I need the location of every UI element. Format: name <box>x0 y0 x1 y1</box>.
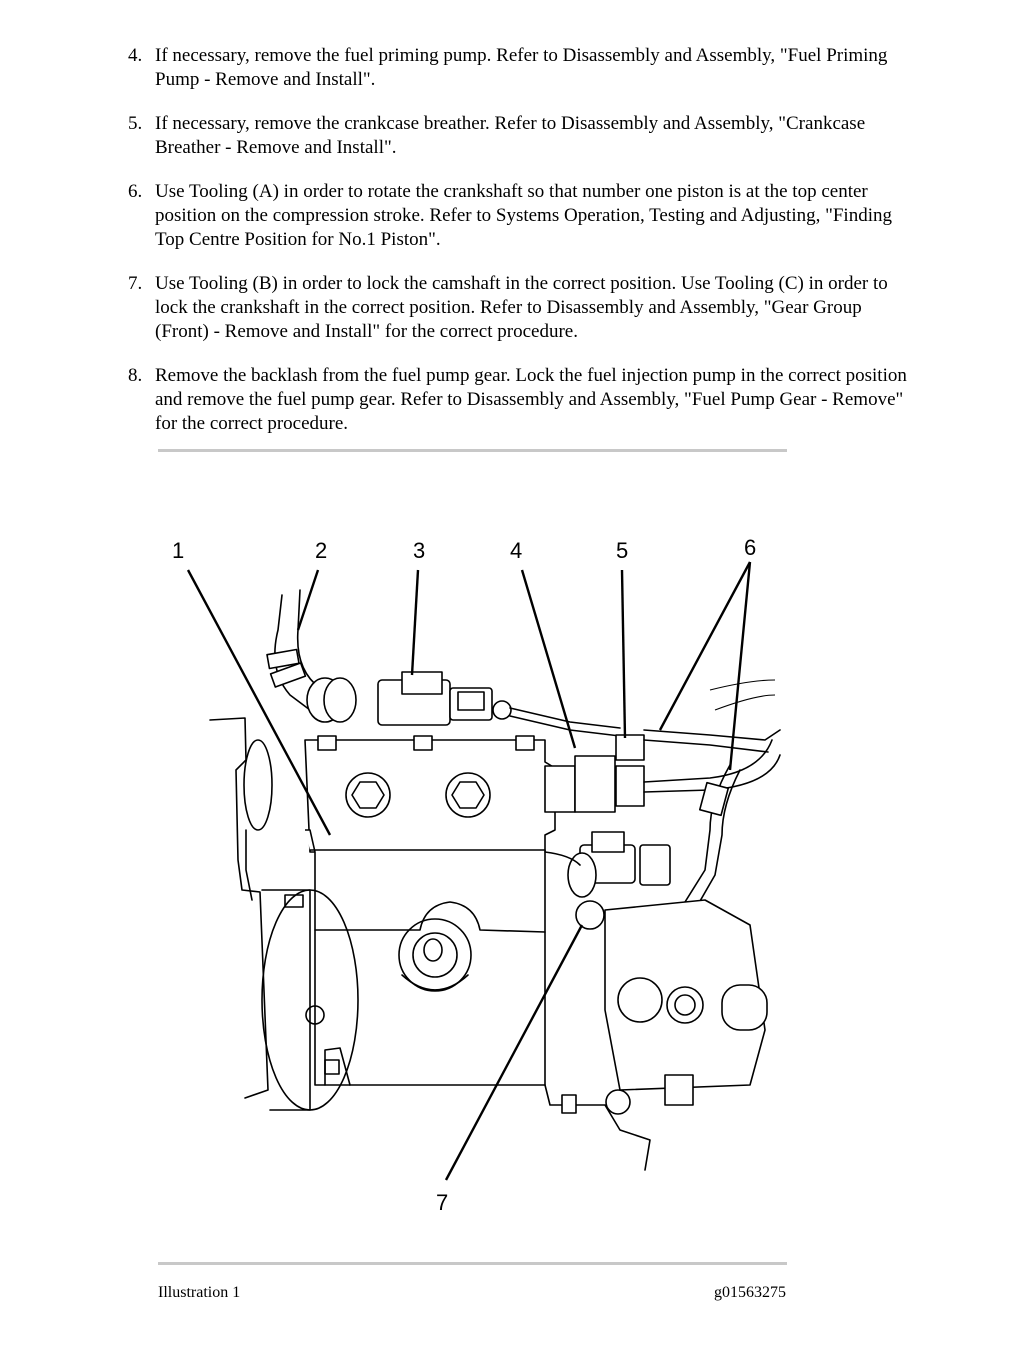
callout-6: 6 <box>744 535 756 560</box>
callout-leaders <box>186 561 752 1181</box>
step-text: If necessary, remove the fuel priming pu… <box>155 45 888 90</box>
callout-2: 2 <box>315 538 327 563</box>
step-number: 5. <box>128 113 143 134</box>
callout-5: 5 <box>616 538 628 563</box>
illustration-id: g01563275 <box>714 1284 786 1301</box>
sensor-connector-assembly <box>266 589 621 737</box>
step-number: 7. <box>128 273 143 294</box>
step-4: 4. If necessary, remove the fuel priming… <box>128 44 918 92</box>
step-text: If necessary, remove the crankcase breat… <box>155 113 866 158</box>
step-text: Use Tooling (B) in order to lock the cam… <box>155 273 888 342</box>
pump-body <box>261 735 556 1111</box>
pump-front-components <box>544 831 768 1171</box>
callout-1: 1 <box>172 538 184 563</box>
step-number: 4. <box>128 45 143 66</box>
illustration-caption: Illustration 1 <box>158 1284 241 1301</box>
wiring-harness <box>679 764 741 916</box>
fuel-injection-pump-illustration: 1 2 3 4 5 6 7 <box>172 535 781 1215</box>
callout-labels: 1 2 3 4 5 6 7 <box>172 535 756 1215</box>
step-7: 7. Use Tooling (B) in order to lock the … <box>128 272 918 344</box>
step-number: 6. <box>128 181 143 202</box>
illustration-bottom-rule <box>158 1262 787 1265</box>
step-number: 8. <box>128 365 143 386</box>
engine-block-outline <box>209 717 273 1099</box>
callout-4: 4 <box>510 538 522 563</box>
procedure-steps: 4. If necessary, remove the fuel priming… <box>128 44 918 456</box>
callout-7: 7 <box>436 1190 448 1215</box>
step-text: Use Tooling (A) in order to rotate the c… <box>155 181 892 250</box>
fuel-line-fittings <box>544 679 781 813</box>
step-8: 8. Remove the backlash from the fuel pum… <box>128 364 918 436</box>
illustration-top-rule <box>158 449 787 452</box>
step-6: 6. Use Tooling (A) in order to rotate th… <box>128 180 918 252</box>
step-text: Remove the backlash from the fuel pump g… <box>155 365 907 434</box>
callout-3: 3 <box>413 538 425 563</box>
step-5: 5. If necessary, remove the crankcase br… <box>128 112 918 160</box>
